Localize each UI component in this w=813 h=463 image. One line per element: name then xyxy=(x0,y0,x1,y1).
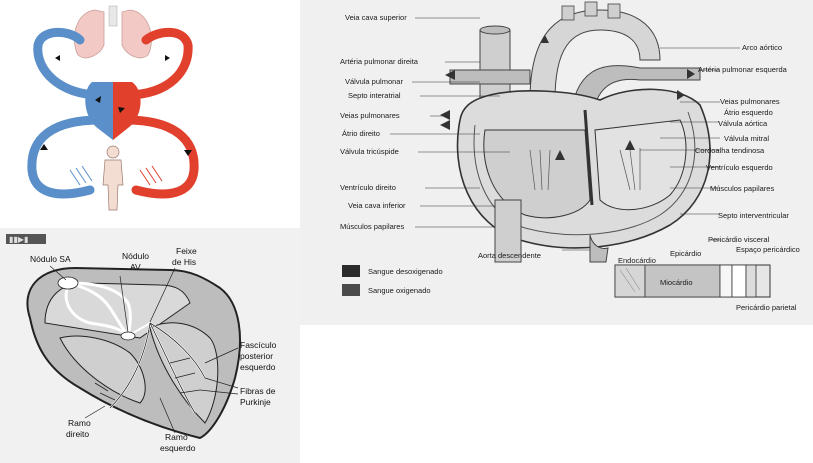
label-nodulo-sa: Nódulo SA xyxy=(30,254,71,264)
label-nodulo-av-2: AV xyxy=(130,262,141,272)
label-purkinje-1: Fibras de xyxy=(240,386,276,396)
label-nodulo-av-1: Nódulo xyxy=(122,251,149,261)
legend-label-deoxygenated: Sangue desoxigenado xyxy=(368,267,443,276)
label-ramo-direito-1: Ramo xyxy=(68,418,91,428)
label-valvula-mitral: Válvula mitral xyxy=(724,134,769,143)
label-ventriculo-esquerdo: Ventrículo esquerdo xyxy=(706,163,773,172)
label-arco-aortico: Arco aórtico xyxy=(742,43,782,52)
label-ramo-esquerdo-2: esquerdo xyxy=(160,443,196,453)
label-feixe-his-2: de His xyxy=(172,257,196,267)
label-musculos-papilares-dir: Músculos papilares xyxy=(340,222,404,231)
label-arteria-pulmonar-direita: Artéria pulmonar direita xyxy=(340,57,419,66)
circulation-diagram xyxy=(0,0,230,220)
label-arteria-pulmonar-esquerda: Artéria pulmonar esquerda xyxy=(698,65,788,74)
label-espaco-pericardico: Espaço pericárdico xyxy=(736,245,800,254)
tag-icon-label: ▮▮▶▮ xyxy=(9,235,28,244)
label-ramo-esquerdo-1: Ramo xyxy=(165,432,188,442)
label-purkinje-2: Purkinje xyxy=(240,397,271,407)
label-veia-cava-superior: Veia cava superior xyxy=(345,13,407,22)
label-miocardio: Miocárdio xyxy=(660,278,693,287)
label-valvula-tricuspide: Válvula tricúspide xyxy=(340,147,399,156)
label-veia-cava-inferior: Veia cava inferior xyxy=(348,201,406,210)
label-veias-pulmonares-dir: Veias pulmonares xyxy=(340,111,400,120)
label-ramo-direito-2: direito xyxy=(66,429,89,439)
label-ventriculo-direito: Ventrículo direito xyxy=(340,183,396,192)
label-veias-pulmonares-esq: Veias pulmonares xyxy=(720,97,780,106)
heart-anatomy-diagram: Veia cava superior Artéria pulmonar dire… xyxy=(300,0,813,325)
label-cordoalha-tendinosa: Cordoalha tendinosa xyxy=(695,146,765,155)
label-fasciculo-2: posterior xyxy=(240,351,273,361)
label-aorta-descendente: Aorta descendente xyxy=(478,251,541,260)
label-fasciculo-3: esquerdo xyxy=(240,362,276,372)
label-endocardio: Endocárdio xyxy=(618,256,656,265)
label-septo-interventricular: Septo interventricular xyxy=(718,211,789,220)
legend-swatch-oxygenated xyxy=(342,284,360,296)
label-valvula-pulmonar: Válvula pulmonar xyxy=(345,77,403,86)
label-valvula-aortica: Válvula aórtica xyxy=(718,119,768,128)
label-atrio-esquerdo: Átrio esquerdo xyxy=(724,108,773,117)
conduction-system-diagram: ▮▮▶▮ xyxy=(0,228,300,463)
legend-label-oxygenated: Sangue oxigenado xyxy=(368,286,431,295)
label-septo-interatrial: Septo interatrial xyxy=(348,91,401,100)
label-epicardio: Epicárdio xyxy=(670,249,701,258)
legend-swatch-deoxygenated xyxy=(342,265,360,277)
label-musculos-papilares-esq: Músculos papilares xyxy=(710,184,774,193)
label-fasciculo-1: Fascículo xyxy=(240,340,277,350)
label-pericardio-visceral: Pericárdio visceral xyxy=(708,235,770,244)
label-pericardio-parietal: Pericárdio parietal xyxy=(736,303,797,312)
label-atrio-direito: Átrio direito xyxy=(342,129,380,138)
label-feixe-his-1: Feixe xyxy=(176,246,197,256)
